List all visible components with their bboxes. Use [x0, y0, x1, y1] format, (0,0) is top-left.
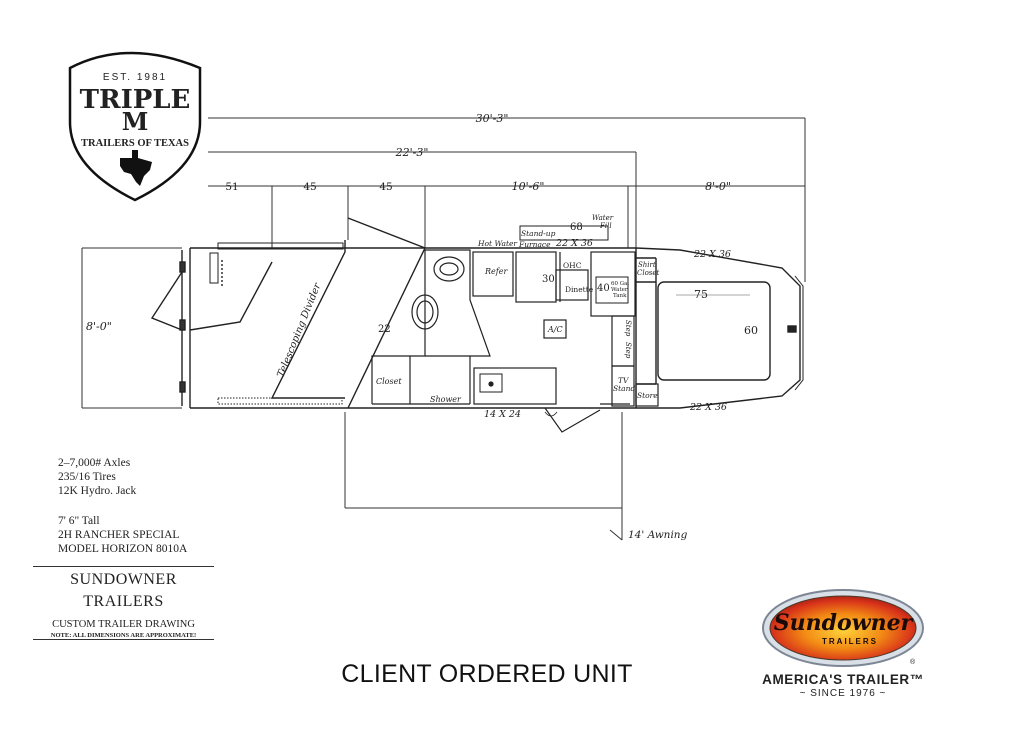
dim-window-nose-top: 22 X 36	[693, 249, 731, 260]
dim-bed-width: 60	[744, 324, 758, 337]
dim-awning: 14' Awning	[628, 529, 688, 541]
dim-seg-1: 51	[225, 181, 238, 193]
label-dinette: Dinette	[565, 285, 594, 294]
label-tv: TV	[618, 376, 630, 385]
dimension-lines	[81, 117, 806, 541]
logo-est: EST. 1981	[103, 72, 167, 83]
spec-model-number: MODEL HORIZON 8010A	[58, 543, 188, 555]
title-block-line2: TRAILERS	[83, 593, 164, 610]
dim-bed-length: 75	[694, 288, 708, 301]
spec-axles: 2–7,000# Axles	[58, 457, 131, 469]
label-hot-water: Hot Water	[477, 239, 517, 248]
logo-m: M	[122, 107, 149, 136]
label-refer: Refer	[484, 267, 508, 276]
label-fill: Fill	[599, 222, 612, 230]
sundowner-logo: Sundowner TRAILERS ®	[762, 589, 924, 667]
sundowner-reg: ®	[910, 658, 916, 666]
label-closet: Closet	[376, 377, 402, 386]
label-water: Water	[592, 214, 614, 222]
label-shirt: Shirt	[638, 261, 656, 269]
label-shower: Shower	[430, 395, 462, 404]
sundowner-tagline: AMERICA'S TRAILER™ ~ SINCE 1976 ~	[752, 672, 934, 700]
since-text: ~ SINCE 1976 ~	[799, 688, 887, 699]
room-labels: Telescoping Divider Hot Water Stand-up F…	[276, 214, 758, 420]
title-block-line3: CUSTOM TRAILER DRAWING	[52, 619, 195, 630]
tagline-text: AMERICA'S TRAILER™	[762, 672, 924, 687]
title-block-note: NOTE: ALL DIMENSIONS ARE APPROXIMATE!	[50, 632, 197, 639]
label-stand-up: Stand-up	[521, 229, 556, 238]
spec-tires: 235/16 Tires	[58, 471, 116, 483]
spec-model-name: 2H RANCHER SPECIAL	[58, 529, 180, 541]
dim-width: 8'-0"	[86, 320, 112, 333]
dim-counter-68: 68	[570, 222, 583, 233]
label-ohc: OHC	[563, 261, 582, 270]
trailer-specs: 2–7,000# Axles 235/16 Tires 12K Hydro. J…	[58, 456, 187, 556]
dim-40: 40	[597, 283, 610, 294]
title-block-line1: SUNDOWNER	[70, 571, 177, 588]
logo-triple: TRIPLE	[80, 85, 191, 115]
title-block: SUNDOWNER TRAILERS CUSTOM TRAILER DRAWIN…	[33, 566, 214, 640]
dim-seg-3: 45	[379, 181, 392, 193]
dim-seg-5: 8'-0"	[705, 180, 731, 193]
dim-window-top: 22 X 36	[555, 238, 593, 249]
dim-living-length: 22'-3"	[395, 146, 429, 159]
trailer-outline	[150, 217, 804, 409]
dim-seg-2: 45	[303, 181, 316, 193]
dim-window-side: 14 X 24	[484, 409, 521, 420]
sundowner-sub: TRAILERS	[822, 637, 878, 646]
label-tank-1: 60 Gal	[611, 281, 629, 287]
texas-icon	[120, 150, 152, 186]
label-tank-3: Tank	[613, 293, 627, 299]
client-ordered-unit: CLIENT ORDERED UNIT	[341, 660, 633, 688]
label-tank-2: Water	[611, 287, 628, 293]
dim-window-nose-bottom: 22 X 36	[689, 402, 727, 413]
triple-m-logo: EST. 1981 TRIPLE M TRAILERS OF TEXAS	[68, 51, 202, 202]
spec-jack: 12K Hydro. Jack	[58, 485, 137, 497]
logo-trailers-of-texas: TRAILERS OF TEXAS	[81, 138, 189, 149]
label-shirt-closet: Closet	[637, 269, 660, 277]
label-step-1: Step	[624, 320, 632, 337]
dim-seg-4: 10'-6"	[512, 180, 545, 193]
sundowner-script: Sundowner	[774, 610, 914, 636]
dim-overall-length: 30'-3"	[476, 112, 509, 125]
dim-22: 22	[378, 324, 391, 335]
dim-30: 30	[542, 274, 555, 285]
interior-walls	[371, 225, 659, 433]
label-step-2: Step	[624, 342, 632, 359]
label-furnace: Furnace	[518, 240, 551, 249]
label-stand: Stand	[613, 384, 635, 393]
label-telescoping-divider: Telescoping Divider	[276, 281, 324, 379]
label-store: Store	[637, 391, 658, 400]
label-ac: A/C	[547, 325, 563, 334]
spec-tall: 7' 6" Tall	[58, 515, 100, 527]
